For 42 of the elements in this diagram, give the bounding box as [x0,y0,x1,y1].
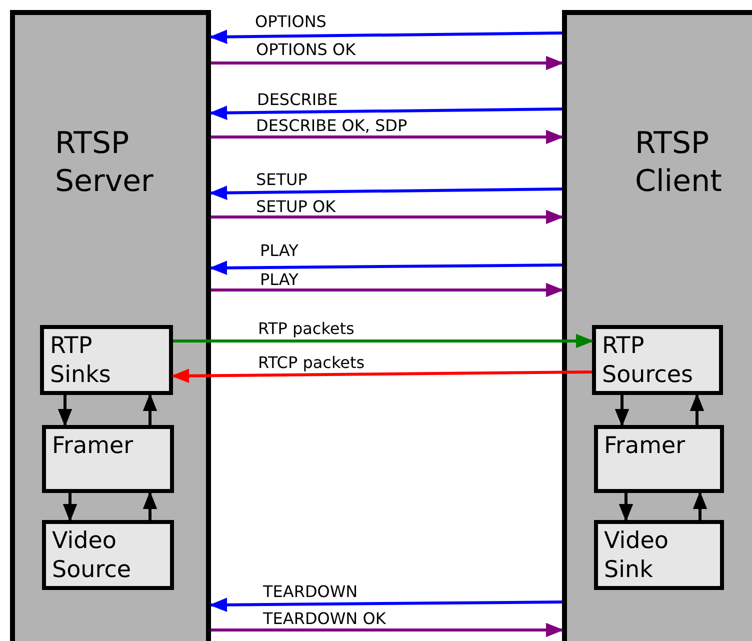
client-panel [562,10,752,641]
arrow [211,622,564,638]
arrow [690,393,704,425]
message-label: OPTIONS OK [256,41,356,59]
message-label: RTP packets [258,320,354,338]
arrow [211,282,564,298]
message-label: PLAY [260,242,298,260]
arrow [142,491,158,520]
arrow [211,130,564,144]
arrow [173,334,594,348]
message-label: RTCP packets [258,354,365,372]
message-label: TEARDOWN [263,583,358,601]
arrow [62,493,78,522]
component-box: RTP Sinks [40,325,173,395]
component-box: Framer [42,425,174,493]
arrow [209,186,562,200]
arrow [142,393,158,425]
message-label: OPTIONS [255,13,326,31]
message-label: DESCRIBE OK, SDP [256,117,408,135]
component-box: RTP Sources [592,325,723,395]
component-box: Video Source [42,520,174,590]
arrow [209,260,562,276]
arrow [614,395,630,427]
arrow [209,30,562,44]
arrow [211,56,564,70]
arrow [692,491,708,520]
component-box: Framer [594,425,724,493]
arrow [618,493,634,522]
panel-heading: RTSP Server [55,125,154,201]
component-box: Video Sink [594,520,724,590]
arrow [209,598,562,612]
message-label: SETUP OK [256,198,336,216]
server-panel [10,10,211,641]
message-label: PLAY [260,271,298,289]
arrow [211,210,564,224]
message-label: TEARDOWN OK [263,610,386,628]
panel-heading: RTSP Client [635,125,723,201]
arrow [209,106,562,120]
arrow [58,395,72,427]
message-label: DESCRIBE [257,91,338,109]
message-label: SETUP [256,171,308,189]
arrow [171,368,592,384]
